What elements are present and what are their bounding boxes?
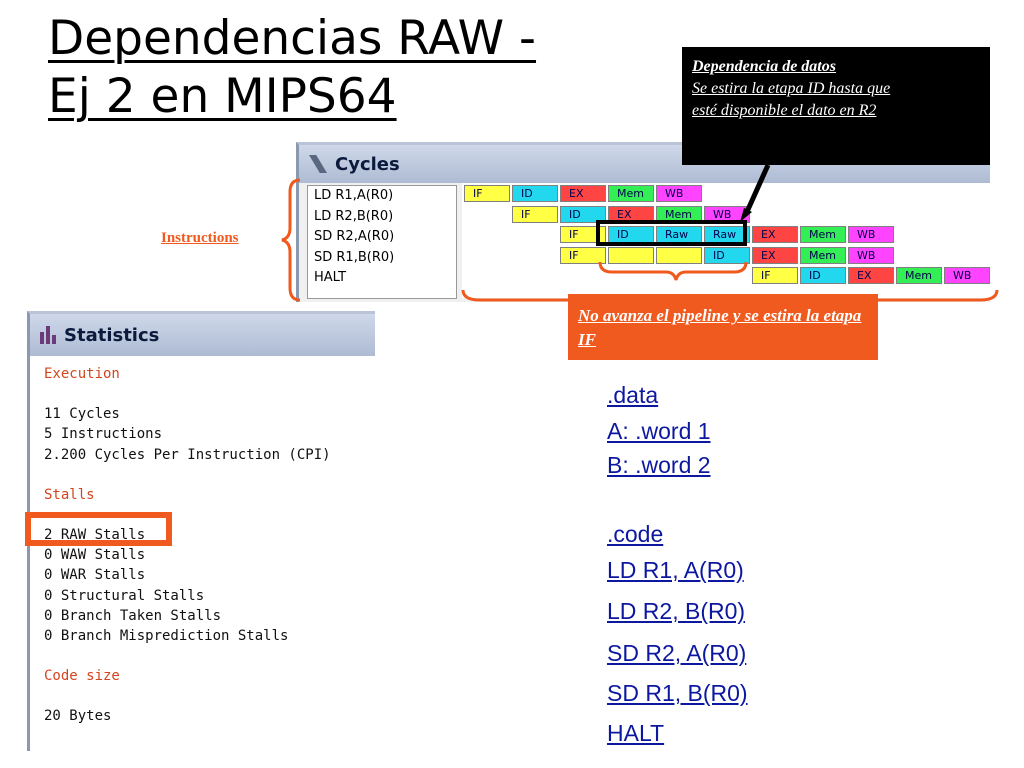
raw-stall-highlight bbox=[596, 220, 747, 246]
code-line: HALT bbox=[607, 720, 665, 746]
pipeline-stage-stall bbox=[608, 246, 654, 264]
instruction-item[interactable]: LD R1,A(R0) bbox=[314, 188, 394, 203]
callout-text-line: esté disponible el dato en R2 bbox=[692, 102, 877, 119]
pipeline-stage-ex: EX bbox=[752, 246, 798, 264]
stat-line: 0 WAR Stalls bbox=[44, 567, 146, 584]
stat-line: 0 WAW Stalls bbox=[44, 547, 146, 564]
pipeline-stage-mem: Mem bbox=[896, 267, 942, 284]
execution-header: Execution bbox=[44, 366, 120, 382]
code-line: LD R2, B(R0) bbox=[607, 598, 746, 624]
pipeline-stage-id: ID bbox=[560, 205, 606, 223]
pipeline-stage-if: IF bbox=[560, 226, 606, 243]
stat-line: 2.200 Cycles Per Instruction (CPI) bbox=[44, 446, 331, 463]
pipeline-stage-wb: WB bbox=[848, 226, 894, 243]
statistics-app-icon bbox=[40, 326, 56, 344]
pipeline-stall-callout: No avanza el pipeline y se estira la eta… bbox=[568, 294, 878, 360]
statistics-title: Statistics bbox=[64, 324, 160, 346]
data-dependency-callout: Dependencia de datos Se estira la etapa … bbox=[682, 47, 990, 165]
stat-line: 11 Cycles bbox=[44, 406, 120, 423]
pipeline-stage-mem: Mem bbox=[800, 246, 846, 264]
code-line: B: .word 2 bbox=[607, 452, 711, 478]
instructions-label: Instructions bbox=[161, 230, 239, 246]
pipeline-stage-if: IF bbox=[512, 205, 558, 223]
stat-line: 0 Branch Taken Stalls bbox=[44, 607, 222, 624]
pipeline-stage-ex: EX bbox=[608, 205, 654, 223]
code-line: A: .word 1 bbox=[607, 418, 711, 444]
pipeline-stage-wb: WB bbox=[848, 246, 894, 264]
code-line: LD R1, A(R0) bbox=[607, 557, 744, 583]
stat-line: 5 Instructions bbox=[44, 426, 163, 443]
instruction-item[interactable]: HALT bbox=[314, 270, 347, 285]
stat-line: 2 RAW Stalls bbox=[44, 527, 146, 544]
raw-stalls-highlight bbox=[25, 512, 172, 546]
pipeline-stage-mem: Mem bbox=[800, 226, 846, 243]
pipeline-stage-if: IF bbox=[464, 185, 510, 202]
instruction-item[interactable]: SD R1,B(R0) bbox=[314, 249, 395, 265]
code-line: SD R2, A(R0) bbox=[607, 640, 747, 666]
pipeline-stage-id: ID bbox=[704, 246, 750, 264]
statistics-window: Statistics Execution 11 Cycles 5 Instruc… bbox=[27, 311, 375, 751]
pipeline-stage-ex: EX bbox=[752, 226, 798, 243]
stat-line: 0 Structural Stalls bbox=[44, 587, 205, 604]
pipeline-stage-stall bbox=[656, 246, 702, 264]
code-line: .code bbox=[607, 521, 664, 547]
pipeline-stage-if: IF bbox=[752, 267, 798, 284]
statistics-body: Execution 11 Cycles 5 Instructions 2.200… bbox=[30, 356, 375, 727]
cycles-body: LD R1,A(R0) LD R2,B(R0) SD R2,A(R0) SD R… bbox=[299, 183, 990, 302]
pipeline-stage-mem: Mem bbox=[608, 185, 654, 202]
callout-title: Dependencia de datos bbox=[692, 58, 836, 75]
stat-line: 0 Branch Misprediction Stalls bbox=[44, 628, 289, 645]
codesize-header: Code size bbox=[44, 668, 120, 685]
statistics-titlebar[interactable]: Statistics bbox=[30, 314, 375, 356]
pipeline-stage-id: ID bbox=[800, 267, 846, 284]
code-line: .data bbox=[607, 382, 659, 408]
callout-text-line: Se estira la etapa ID hasta que bbox=[692, 80, 891, 97]
pipeline-stage-wb: WB bbox=[656, 185, 702, 202]
pipeline-stage-wb: WB bbox=[704, 205, 750, 223]
pipeline-stage-if: IF bbox=[560, 246, 606, 264]
pipeline-stage-wb: WB bbox=[944, 267, 990, 284]
code-line: SD R1, B(R0) bbox=[607, 680, 748, 706]
cycles-window: Cycles LD R1,A(R0) LD R2,B(R0) SD R2,A(R… bbox=[296, 142, 990, 302]
pipeline-stage-id: ID bbox=[512, 185, 558, 202]
title-line-1: Dependencias RAW - bbox=[48, 11, 537, 66]
slide-title: Dependencias RAW - Ej 2 en MIPS64 bbox=[48, 10, 608, 126]
cycles-title: Cycles bbox=[335, 153, 400, 175]
title-line-2: Ej 2 en MIPS64 bbox=[48, 69, 397, 124]
cycles-app-icon bbox=[309, 155, 327, 173]
stat-line: 20 Bytes bbox=[44, 708, 112, 725]
pipeline-stage-ex: EX bbox=[560, 185, 606, 202]
stalls-header: Stalls bbox=[44, 486, 95, 503]
instruction-item[interactable]: SD R2,A(R0) bbox=[314, 229, 395, 244]
instruction-item[interactable]: LD R2,B(R0) bbox=[314, 208, 394, 224]
pipeline-stage-ex: EX bbox=[848, 267, 894, 284]
instruction-list: LD R1,A(R0) LD R2,B(R0) SD R2,A(R0) SD R… bbox=[307, 185, 457, 299]
